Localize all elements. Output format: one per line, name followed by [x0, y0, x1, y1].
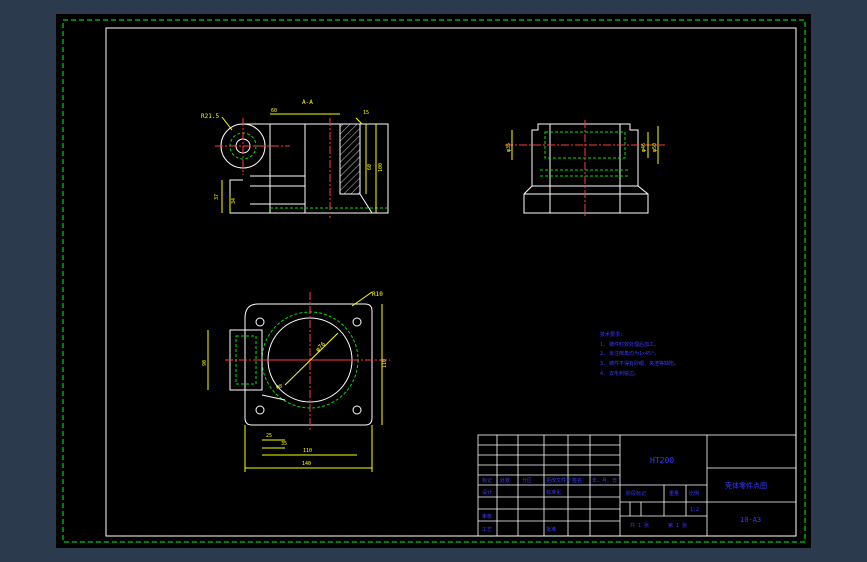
front-section-view: A-A R21.5 60 37 34 15 — [201, 99, 389, 218]
scale-value: 1:2 — [690, 507, 699, 513]
part-name-label: 壳体零件点图 — [725, 481, 767, 490]
check-row-label: 审核 — [482, 513, 492, 520]
count-header: 处数 — [500, 477, 510, 484]
change-header: 更改文件号 — [546, 477, 571, 484]
material-label: HT200 — [650, 456, 674, 465]
dim-hole: φ8 — [276, 384, 282, 390]
side-view: φ35 φ46 φ50 — [505, 120, 665, 218]
dim-h1: 60 — [367, 164, 373, 170]
dim-height-a: 37 — [214, 194, 220, 200]
weight-label: 重量 — [669, 490, 679, 497]
note-item: 4. 去毛刺锐边。 — [600, 370, 639, 377]
dim-side-right-2: φ50 — [652, 143, 658, 152]
front-dimensions — [221, 113, 377, 213]
section-label: A-A — [302, 99, 313, 106]
dim-chamfer: 15 — [363, 110, 369, 116]
note-item: 1. 铸件时效处理后加工。 — [600, 341, 659, 348]
drawing-number-label: 10-A3 — [740, 516, 761, 524]
drawing-sheet — [56, 14, 811, 548]
dim-side-left: φ35 — [506, 143, 512, 152]
dim-height-b: 34 — [231, 198, 237, 204]
standard-row-label: 标准化 — [546, 489, 561, 496]
sheet-index-label: 第 1 张 — [668, 522, 687, 529]
dashed-outer-border — [62, 19, 806, 543]
date-header: 年、月、日 — [592, 477, 617, 484]
note-item: 3. 铸件不得有砂眼、夹渣等缺陷。 — [600, 360, 679, 367]
notes-heading: 技术要求: — [600, 331, 623, 338]
dim-width-left: 90 — [202, 360, 208, 366]
mark-header: 标记 — [482, 477, 492, 484]
title-block — [477, 434, 797, 537]
stage-mark-label: 阶段标记 — [626, 490, 646, 497]
sheet-count-label: 共 1 张 — [630, 522, 649, 529]
dim-side-right-1: φ46 — [641, 143, 647, 152]
approve-row-label: 批准 — [546, 526, 556, 533]
top-dimensions — [207, 291, 383, 472]
drawing-frame — [105, 27, 797, 537]
dim-r-small: R21.5 — [201, 113, 219, 120]
dim-d2: 35 — [281, 441, 287, 447]
dim-r-corner: R10 — [372, 291, 383, 298]
dim-h2: 100 — [378, 163, 384, 172]
design-row-label: 设计 — [482, 489, 492, 496]
dim-width-top: 60 — [271, 108, 277, 114]
top-view: R10 φ76 φ8 90 110 25 35 110 140 — [202, 291, 390, 472]
dim-w1: 110 — [303, 448, 312, 454]
dim-d1: 25 — [266, 433, 272, 439]
side-dimensions — [511, 126, 659, 164]
technical-notes: 技术要求: 1. 铸件时效处理后加工。 2. 未注倒角均为1×45°。 3. 铸… — [600, 331, 679, 377]
zone-header: 分区 — [522, 477, 532, 484]
note-item: 2. 未注倒角均为1×45°。 — [600, 350, 659, 357]
sign-header: 签名 — [572, 477, 582, 484]
process-row-label: 工艺 — [482, 527, 492, 533]
scale-label: 比例 — [689, 490, 699, 497]
dim-w2: 140 — [302, 461, 311, 467]
dim-height-right: 110 — [382, 359, 388, 368]
title-block-text: HT200 壳体零件点图 10-A3 阶段标记 重量 比例 1:2 共 1 张 … — [482, 456, 767, 533]
